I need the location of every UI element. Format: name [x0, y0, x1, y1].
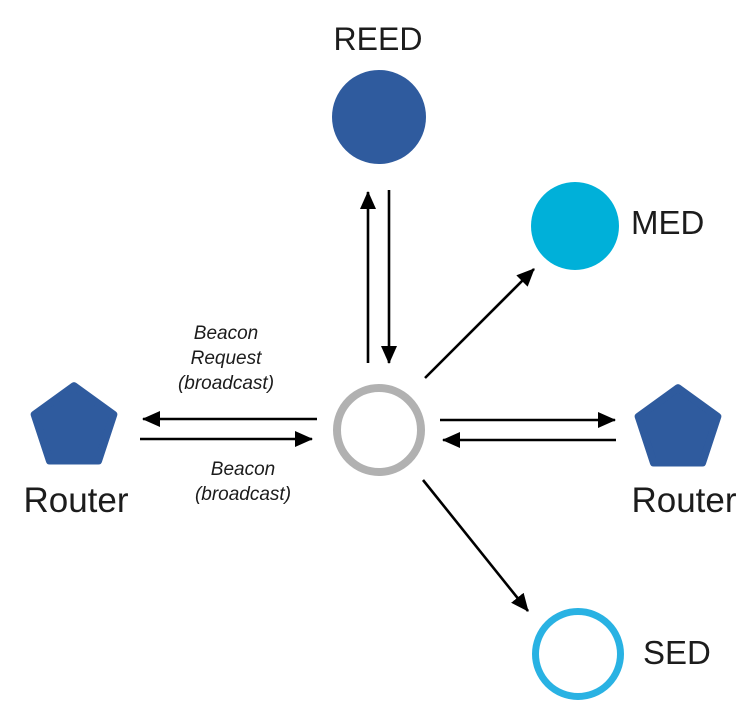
beacon-request-line2: Request [190, 348, 262, 369]
beacon-line1: Beacon [210, 459, 276, 480]
med-label: MED [631, 204, 705, 241]
beacon-request-line1: Beacon [193, 323, 259, 344]
router-left-label: Router [23, 481, 129, 520]
beacon-line2: (broadcast) [194, 484, 292, 505]
router-left-pentagon [30, 382, 118, 465]
router-right-pentagon [634, 384, 722, 467]
beacon-annotation: Beacon (broadcast) [153, 457, 333, 507]
sed-label: SED [643, 634, 711, 671]
beacon-request-annotation: Beacon Request (broadcast) [136, 321, 316, 396]
med-node-circle [531, 182, 619, 270]
arrow-center-to-med [424, 268, 535, 379]
reed-node-circle [332, 70, 426, 164]
arrow-center-to-sed [421, 479, 530, 612]
router-right-label: Router [631, 481, 737, 520]
beacon-request-line3: (broadcast) [177, 373, 275, 394]
sed-node-circle [532, 608, 624, 700]
reed-label: REED [333, 21, 423, 57]
center-joiner-node-circle [333, 384, 425, 476]
